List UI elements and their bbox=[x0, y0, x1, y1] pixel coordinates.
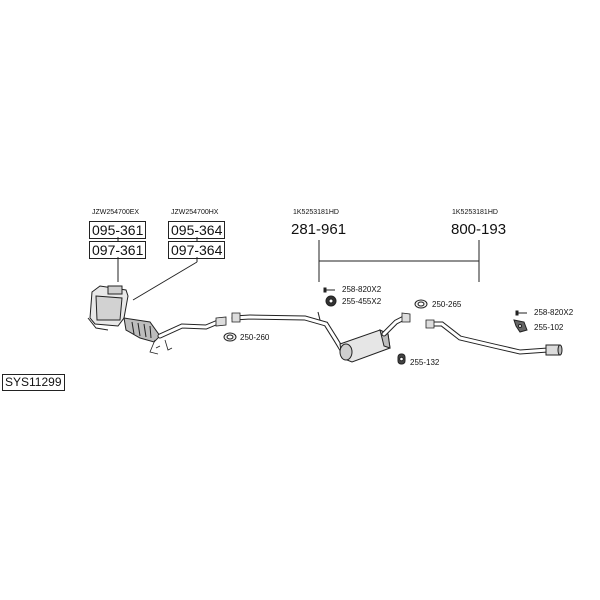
flex-pipe bbox=[123, 317, 161, 343]
part-code-box[interactable]: 097-364 bbox=[168, 241, 226, 259]
system-code-badge: SYS11299 bbox=[2, 374, 65, 391]
bolt-icon bbox=[515, 310, 527, 316]
bolt-icon bbox=[323, 287, 335, 293]
hanger-icon bbox=[397, 353, 406, 365]
part-label[interactable]: 255-102 bbox=[534, 323, 564, 332]
part-label[interactable]: 250-260 bbox=[240, 333, 270, 342]
part-code-b[interactable]: 800-193 bbox=[451, 221, 507, 238]
ref-label-b: 1K5253181HD bbox=[452, 209, 498, 216]
tail-pipe bbox=[545, 344, 563, 356]
part-label[interactable]: 255-455X2 bbox=[342, 297, 382, 306]
catalytic-converter bbox=[87, 285, 129, 331]
part-label[interactable]: 255-132 bbox=[410, 358, 440, 367]
clamp-icon bbox=[414, 299, 428, 309]
part-label[interactable]: 250-265 bbox=[432, 300, 462, 309]
clamp-icon bbox=[223, 332, 237, 342]
part-code-box[interactable]: 095-361 bbox=[89, 221, 147, 239]
part-code-box[interactable]: 095-364 bbox=[168, 221, 226, 239]
part-label[interactable]: 258-820X2 bbox=[534, 308, 574, 317]
part-code-a[interactable]: 281-961 bbox=[291, 221, 347, 238]
hanger-icon bbox=[513, 319, 528, 333]
rubber-ring-icon bbox=[325, 295, 337, 307]
ref-label-mid: JZW254700HX bbox=[171, 209, 219, 216]
ref-label-a: 1K5253181HD bbox=[293, 209, 339, 216]
ref-label-left: JZW254700EX bbox=[92, 209, 140, 216]
part-label[interactable]: 258-820X2 bbox=[342, 285, 382, 294]
